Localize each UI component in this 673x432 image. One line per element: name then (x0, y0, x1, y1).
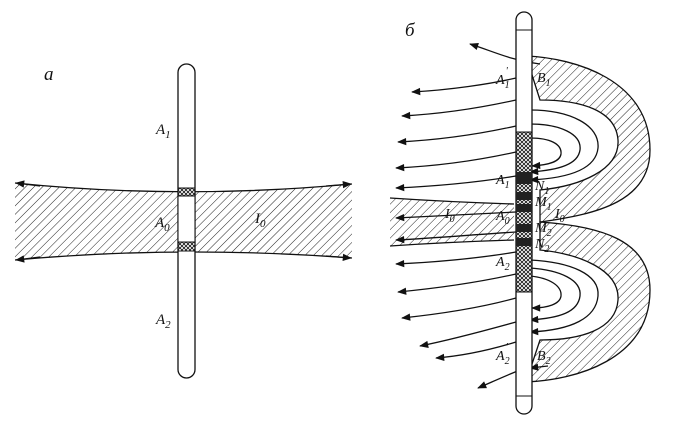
lobe-upper (525, 55, 651, 223)
band-a0-top (516, 204, 532, 212)
label-b-n2: N2 (534, 237, 549, 255)
label-b-b2: B2 (537, 349, 551, 367)
field-line-mid (395, 211, 517, 222)
label-b-a1: A1 (495, 173, 510, 191)
arrow-a-bottom-right (325, 253, 352, 261)
label-b-a2: A2 (495, 255, 510, 273)
label-b-m2: M2 (534, 221, 552, 239)
band-n1 (516, 172, 532, 184)
loop-lower-1 (529, 259, 599, 336)
arrow-a-top-left (15, 180, 41, 188)
loop-upper-3 (529, 137, 562, 170)
band-m1 (516, 192, 532, 200)
field-line-l3 (401, 297, 517, 321)
field-line-u1 (411, 77, 517, 96)
band-a-top (177, 187, 196, 197)
label-a1: A1 (155, 122, 171, 141)
arrow-a-bottom-left (15, 255, 41, 263)
label-b-i0-left: I0 (444, 207, 455, 225)
field-line-l5 (435, 341, 517, 361)
label-b-a1-prime: A1' (495, 66, 510, 91)
arrow-a-top-right (325, 181, 352, 189)
panel-b-letter: б (405, 20, 416, 41)
band-a-bottom (177, 241, 196, 252)
label-a2: A2 (155, 312, 171, 331)
band-n2 (516, 238, 532, 246)
label-b-a2-prime: A2' (495, 342, 510, 367)
label-b-i0-right: I0 (554, 207, 565, 225)
loop-lower-2 (529, 267, 581, 324)
loop-upper-2 (529, 123, 581, 176)
field-line-bottom (477, 369, 521, 389)
field-line-u5 (395, 175, 517, 192)
field-line-u2 (401, 99, 517, 120)
label-b-m1: M1 (534, 195, 552, 213)
lobe-lower (525, 221, 651, 383)
label-b-b1: B1 (537, 71, 551, 89)
field-line-l2 (397, 273, 517, 295)
loop-lower-3 (529, 275, 562, 312)
field-line-u3 (397, 125, 517, 146)
field-line-u4 (395, 151, 517, 172)
field-line-l4 (419, 321, 517, 348)
field-line-mid2 (395, 231, 517, 244)
arrow-into-b2 (529, 363, 549, 371)
band-m2 (516, 224, 532, 232)
panel-b: б A1' B1 A1 N1 M1 I0 A0 I0 M2 N2 A2 A2' … (389, 11, 651, 415)
loop-upper-1 (529, 109, 599, 184)
panel-a-letter: а (44, 64, 54, 85)
field-line-l1 (395, 251, 517, 268)
label-a0: A0 (154, 215, 170, 234)
label-i0: I0 (254, 211, 266, 230)
rod-a-window (178, 196, 195, 242)
label-b-a0: A0 (495, 209, 510, 227)
panel-a: а A1 A0 I0 A2 (14, 63, 353, 379)
label-b-n1: N1 (534, 179, 549, 197)
